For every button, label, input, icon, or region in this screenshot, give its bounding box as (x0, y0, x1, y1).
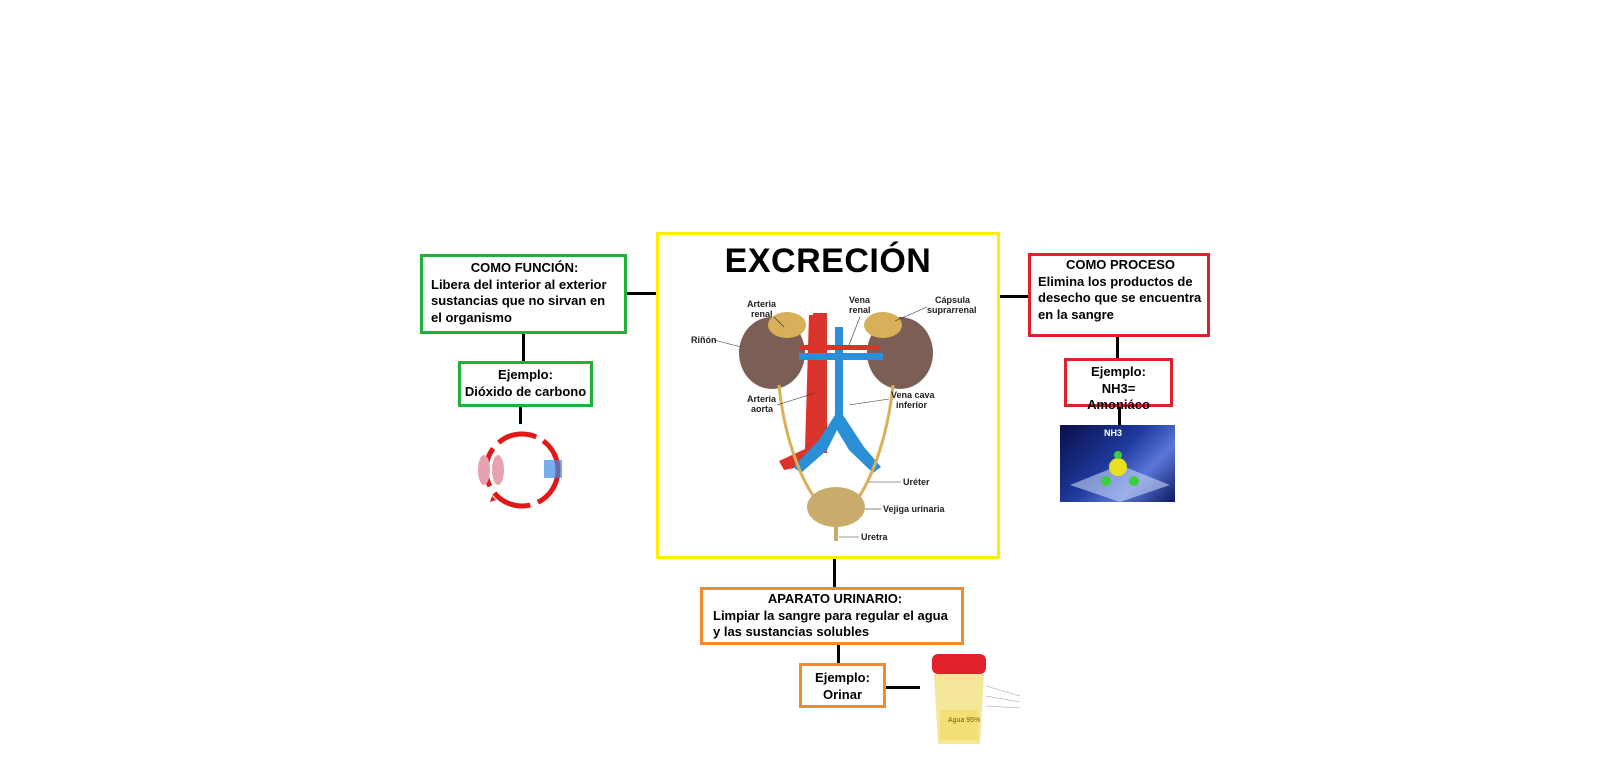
connector-ejemplo-co2-image (519, 406, 522, 424)
label-rinon: Riñón (691, 335, 717, 345)
connector-ejemplo-orina-image (885, 686, 920, 689)
nh3-molecule-image: NH3 (1060, 425, 1175, 502)
connector-ejemplo-nh3-image (1118, 406, 1121, 426)
urethra (834, 525, 838, 541)
svg-text:inferior: inferior (896, 400, 928, 410)
label-vejiga: Vejiga urinaria (883, 504, 946, 514)
renal-vein-left (799, 353, 839, 360)
urine-cup-image: Agua 95% (932, 654, 1021, 744)
connector-central-proceso (999, 295, 1029, 298)
svg-text:renal: renal (849, 305, 871, 315)
urinary-system-illustration: Arteria renal Vena renal Cápsula suprarr… (691, 295, 977, 542)
central-box: EXCRECIÓN Arteria renal Vena (656, 232, 1000, 559)
connector-funcion-ejemplo (522, 333, 525, 362)
co2-cycle-image (478, 431, 562, 509)
proceso-example-box: Ejemplo: NH3= Amoniáco (1064, 358, 1173, 412)
label-ureter: Uréter (903, 477, 930, 487)
aparato-body: Limpiar la sangre para regular el agua y… (713, 607, 948, 640)
funcion-example-box: Ejemplo: Dióxido de carbono (458, 361, 593, 407)
connector-central-aparato (833, 558, 836, 588)
svg-text:aorta: aorta (751, 404, 774, 414)
connector-aparato-ejemplo (837, 644, 840, 664)
label-uretra: Uretra (861, 532, 889, 542)
cup-lid-icon (932, 654, 986, 674)
label-vena-renal: Vena (849, 295, 871, 305)
funcion-box: COMO FUNCIÓN: Libera del interior al ext… (420, 254, 627, 334)
funcion-heading: COMO FUNCIÓN: (470, 260, 579, 275)
right-adrenal (864, 312, 902, 338)
nh3-image-label: NH3 (1104, 428, 1122, 438)
funcion-body: Libera del interior al exterior sustanci… (431, 276, 607, 325)
label-arteria-renal: Arteria (747, 299, 777, 309)
lungs-icon (478, 455, 490, 485)
bladder (807, 487, 865, 527)
funcion-example-value: Dióxido de carbono (464, 383, 587, 399)
vena-cava (793, 327, 881, 473)
proceso-example-heading: Ejemplo: (1091, 364, 1146, 379)
proceso-box: COMO PROCESO Elimina los productos de de… (1028, 253, 1210, 337)
label-vena-cava: Vena cava (891, 390, 936, 400)
aparato-box: APARATO URINARIO: Limpiar la sangre para… (700, 587, 964, 645)
aparato-heading: APARATO URINARIO: (767, 591, 903, 606)
left-ureter (777, 384, 816, 498)
aparato-example-value: Orinar (822, 686, 862, 702)
connector-funcion-central (627, 292, 657, 295)
cup-label: Agua 95% (948, 717, 980, 724)
funcion-example-heading: Ejemplo: (498, 367, 553, 382)
renal-artery-left (799, 345, 839, 350)
aparato-example-box: Ejemplo: Orinar (799, 663, 886, 708)
proceso-heading: COMO PROCESO (1065, 257, 1176, 272)
label-capsula: Cápsula (935, 295, 971, 305)
svg-text:renal: renal (751, 309, 773, 319)
cell-icon (544, 460, 562, 478)
proceso-example-value: NH3= Amoniáco (1087, 380, 1150, 413)
left-adrenal (768, 312, 806, 338)
connector-proceso-ejemplo (1116, 336, 1119, 359)
proceso-body: Elimina los productos de desecho que se … (1038, 273, 1202, 322)
renal-vein-right (839, 353, 883, 360)
nitrogen-atom (1109, 458, 1127, 476)
label-arteria-aorta: Arteria (747, 394, 777, 404)
right-ureter (857, 384, 895, 498)
svg-text:suprarrenal: suprarrenal (927, 305, 977, 315)
renal-artery-right (829, 345, 879, 350)
aparato-example-heading: Ejemplo: (815, 670, 870, 685)
